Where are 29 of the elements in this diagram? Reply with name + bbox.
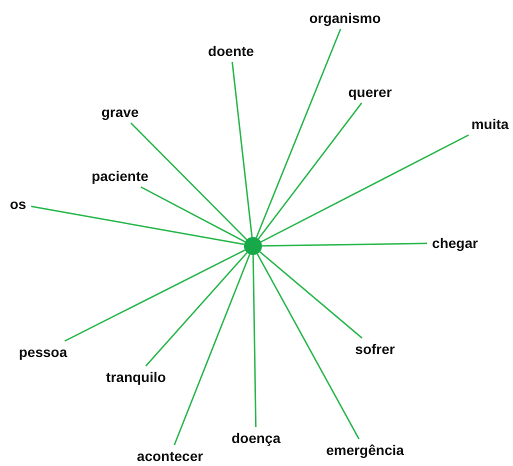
connector-line (145, 252, 248, 366)
word-label: organismo (304, 7, 386, 29)
word-label: querer (343, 81, 397, 103)
connector-line (260, 134, 469, 243)
connector-line (256, 28, 342, 238)
word-label: acontecer (132, 445, 208, 466)
word-label: grave (96, 101, 144, 123)
connector-line (262, 242, 428, 247)
word-label: pessoa (14, 341, 72, 363)
hub-dot (244, 237, 262, 255)
connector-line (252, 254, 257, 428)
connector-line (259, 251, 362, 339)
word-label: sofrer (350, 338, 400, 360)
word-label: tranquilo (101, 366, 171, 388)
connector-line (256, 254, 360, 440)
word-label: paciente (86, 165, 154, 187)
word-label: doença (226, 427, 286, 449)
connector-line (31, 206, 244, 246)
connector-line (232, 62, 253, 238)
connector-line (140, 186, 246, 242)
connector-line (174, 254, 250, 446)
word-label: muita (466, 113, 513, 135)
word-label: chegar (427, 232, 483, 254)
connector-line (130, 122, 248, 240)
word-label: emergência (321, 439, 409, 461)
connector-line (64, 249, 246, 342)
word-label: doente (203, 40, 259, 62)
word-label: os (4, 193, 32, 215)
connector-line (258, 102, 362, 240)
